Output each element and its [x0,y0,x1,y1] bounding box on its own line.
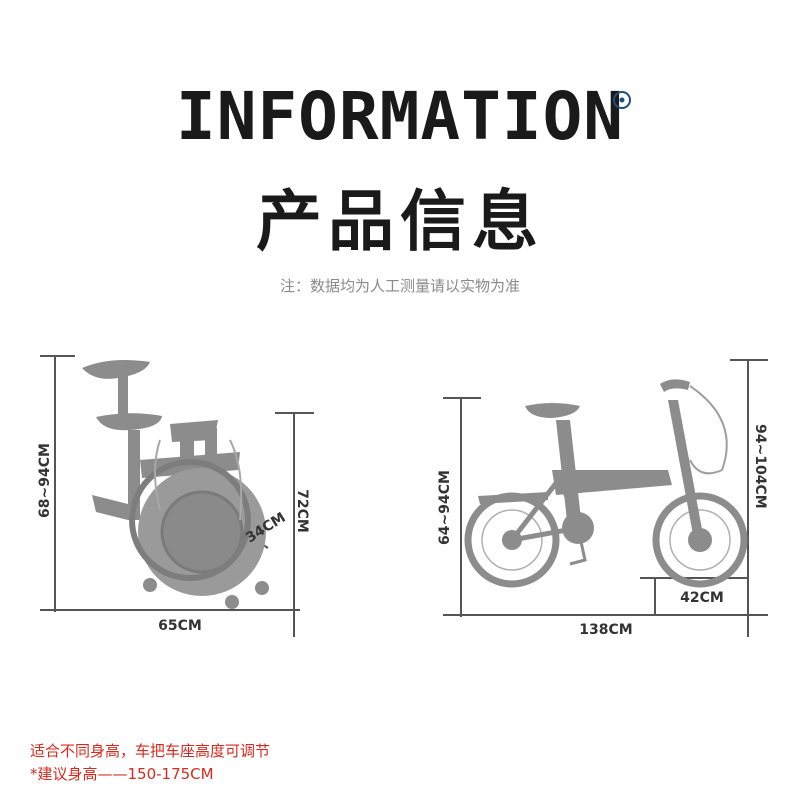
wheel-size-label: 42CM [680,590,724,606]
folded-bike-icon [82,360,269,609]
registered-mark-icon [613,91,631,109]
unfolded-dimension-lines [443,359,768,637]
length-label: 138CM [579,622,633,638]
handlebar-height-label: 94~104CM [752,424,768,509]
adjustable-note: 适合不同身高，车把车座高度可调节 [30,742,271,760]
folded-height-label: 72CM [294,489,310,533]
folded-height-range-label: 68~94CM [37,443,53,518]
title-en: INFORMATION [175,78,625,155]
folded-width-label: 65CM [158,618,202,634]
seat-height-label: 64~94CM [437,470,453,545]
measurement-note: 注：数据均为人工测量请以实物为准 [279,277,520,295]
unfolded-bike-icon [464,379,748,588]
recommended-height-note: *建议身高——150-175CM [30,765,214,783]
title-cn: 产品信息 [256,183,544,260]
